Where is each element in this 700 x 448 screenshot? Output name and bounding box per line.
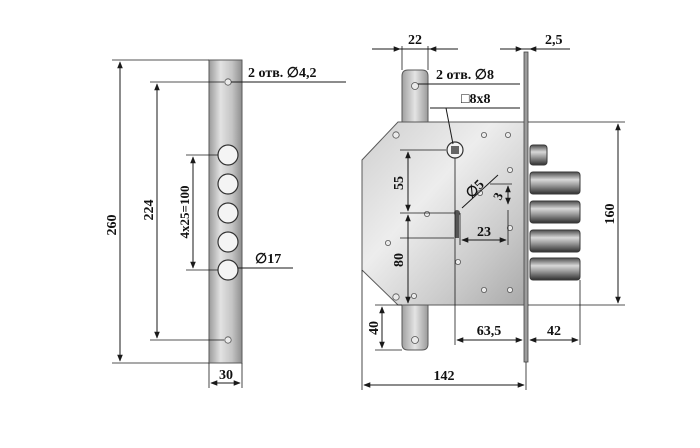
rivet bbox=[504, 131, 511, 138]
dim-224-label: 224 bbox=[142, 200, 157, 221]
rivet bbox=[384, 239, 391, 246]
rivet bbox=[392, 293, 400, 301]
faceplate-bolt-hole bbox=[217, 231, 239, 253]
mount-holes-label: 2 отв. ∅8 bbox=[436, 68, 494, 83]
mounting-ear-top bbox=[401, 69, 429, 125]
faceplate-bolt-hole bbox=[217, 259, 239, 281]
rivet bbox=[506, 166, 513, 173]
faceplate-view: 260 224 4x25=100 30 2 отв. ∅4,2 ∅17 bbox=[105, 59, 346, 388]
dim-42-label: 42 bbox=[547, 324, 561, 339]
dim-30-label: 30 bbox=[219, 368, 233, 383]
dim-142-label: 142 bbox=[434, 369, 455, 384]
dim-23-label: 23 bbox=[477, 225, 491, 240]
rivet bbox=[506, 286, 513, 293]
spindle-square bbox=[451, 146, 459, 154]
rivet bbox=[480, 131, 487, 138]
bolt bbox=[529, 200, 581, 224]
rivet bbox=[392, 131, 400, 139]
dim-22-label: 22 bbox=[408, 33, 422, 48]
faceplate-bolt-hole bbox=[217, 202, 239, 224]
mounting-ear-bottom bbox=[401, 299, 429, 351]
faceplate-bolt-hole bbox=[217, 173, 239, 195]
faceplate-screw-hole-top bbox=[224, 78, 232, 86]
rivet bbox=[476, 189, 483, 196]
bolt bbox=[529, 257, 581, 281]
rivet bbox=[480, 286, 487, 293]
dim-80-label: 80 bbox=[392, 253, 407, 267]
dim-160-label: 160 bbox=[603, 204, 618, 225]
ear-hole-top bbox=[411, 82, 419, 90]
rivet bbox=[410, 292, 417, 299]
dim-260-label: 260 bbox=[105, 215, 120, 236]
key-slot bbox=[455, 213, 459, 238]
screw-holes-label: 2 отв. ∅4,2 bbox=[248, 66, 316, 81]
faceplate-bolt-hole bbox=[217, 144, 239, 166]
rivet bbox=[454, 258, 461, 265]
dim-55-label: 55 bbox=[392, 176, 407, 190]
lock-body-view: 22 2,5 2 отв. ∅8 □8x8 55 ∅5 3 23 80 bbox=[361, 33, 625, 390]
latch bbox=[529, 144, 548, 166]
bolt bbox=[529, 229, 581, 253]
big-hole-label: ∅17 bbox=[255, 252, 281, 267]
faceplate-screw-hole-bottom bbox=[224, 336, 232, 344]
square-label: □8x8 bbox=[461, 92, 490, 107]
lock-body bbox=[361, 121, 527, 306]
dim-2-5-label: 2,5 bbox=[545, 33, 563, 48]
bolt bbox=[529, 171, 581, 195]
dim-63-5-label: 63,5 bbox=[477, 324, 502, 339]
dim-40-label: 40 bbox=[367, 321, 382, 335]
lock-front-plate bbox=[523, 51, 529, 363]
dim-pitch-label: 4x25=100 bbox=[177, 186, 192, 239]
ear-hole-bottom bbox=[411, 336, 419, 344]
rivet bbox=[423, 210, 430, 217]
rivet bbox=[506, 224, 513, 231]
